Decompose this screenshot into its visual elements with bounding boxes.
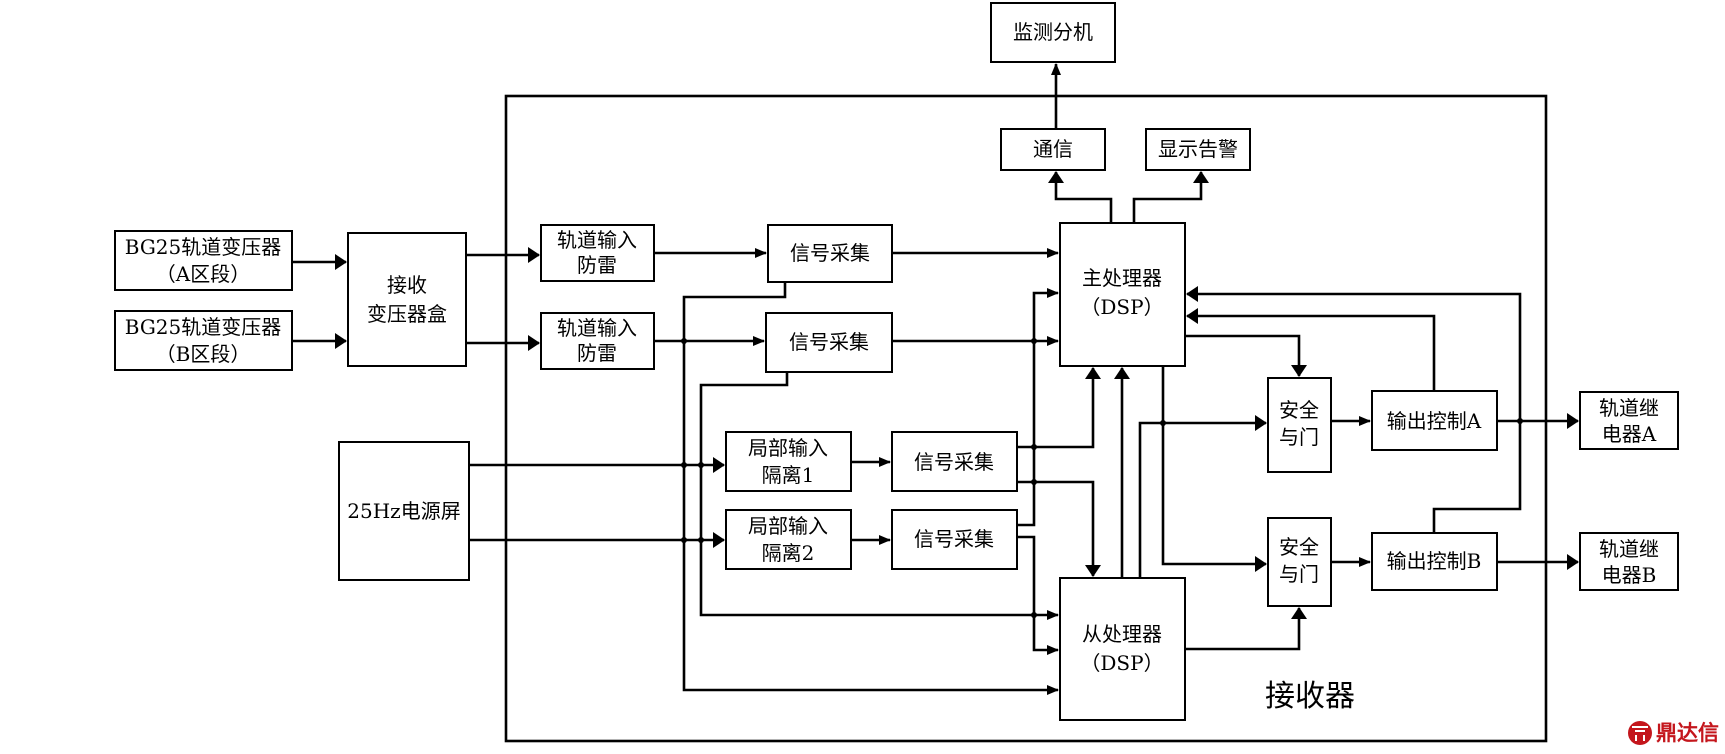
- sig-acq-4-label: 信号采集: [914, 527, 994, 551]
- relay-b-line1: 轨道继: [1599, 537, 1659, 561]
- wire-main-to-comm: [1048, 171, 1113, 223]
- power-screen-label: 25Hz电源屏: [347, 499, 460, 523]
- receiver-frame: [504, 94, 1548, 743]
- safety-and-gate-a-block: 安全 与门: [1267, 377, 1332, 473]
- bg25-b-line2: （B区段）: [156, 342, 251, 366]
- junction-dot: [1031, 338, 1037, 344]
- main-proc-line2: （DSP）: [1080, 295, 1163, 319]
- output-control-b-block: 输出控制B: [1371, 532, 1498, 591]
- local-in-2-line2: 隔离2: [762, 541, 815, 565]
- relay-a-line2: 电器A: [1602, 422, 1657, 446]
- wire-main-to-gateb: [1161, 366, 1267, 572]
- relay-a-line1: 轨道继: [1599, 396, 1659, 420]
- relay-b-line2: 电器B: [1602, 563, 1657, 587]
- sig-acq-3-label: 信号采集: [914, 450, 994, 474]
- track-in-2-line2: 防雷: [577, 341, 617, 365]
- junction-dot: [1031, 444, 1037, 450]
- bg25-a-line1: BG25轨道变压器: [125, 235, 282, 259]
- junction-dot: [1031, 612, 1037, 618]
- main-proc-line1: 主处理器: [1082, 266, 1162, 290]
- wire-sub-to-gateb: [1185, 607, 1307, 651]
- bg25-b-line1: BG25轨道变压器: [125, 315, 282, 339]
- junction-dot: [1517, 418, 1523, 424]
- track-in-2-line1: 轨道输入: [557, 316, 637, 340]
- wire-main-to-gatea: [1185, 334, 1307, 377]
- output-control-a-block: 输出控制A: [1371, 390, 1498, 451]
- track-relay-a-block: 轨道继 电器A: [1579, 391, 1679, 450]
- comm-block: 通信: [1000, 128, 1106, 171]
- junction-dot: [698, 537, 704, 543]
- sub-proc-line1: 从处理器: [1082, 622, 1162, 646]
- safe-gate-b-line2: 与门: [1279, 562, 1319, 586]
- recv-box-line1: 接收: [387, 273, 427, 297]
- connectors: [292, 63, 1579, 695]
- watermark-text: 鼎达信: [1656, 721, 1719, 745]
- track-input-lightning-1-block: 轨道输入 防雷: [540, 224, 655, 282]
- wire-outa-feedback-to-main: [1186, 308, 1436, 391]
- out-ctrl-a-label: 输出控制A: [1387, 409, 1482, 433]
- bg25-transformer-b-block: BG25轨道变压器 （B区段）: [114, 310, 293, 371]
- bg25-transformer-a-block: BG25轨道变压器 （A区段）: [114, 230, 293, 291]
- track-relay-b-block: 轨道继 电器B: [1579, 532, 1679, 591]
- signal-acquisition-1-block: 信号采集: [767, 224, 893, 283]
- comm-label: 通信: [1033, 137, 1073, 161]
- wire-sigacq3-to-sub: [1017, 480, 1101, 577]
- wire-outb-feedback-to-main: [1186, 286, 1522, 533]
- track-in-1-line2: 防雷: [577, 253, 617, 277]
- junction-dot: [698, 462, 704, 468]
- safety-and-gate-b-block: 安全 与门: [1267, 517, 1332, 607]
- junction-dot: [681, 338, 687, 344]
- sub-processor-block: 从处理器 （DSP）: [1059, 577, 1186, 721]
- safe-gate-a-line1: 安全: [1279, 398, 1319, 422]
- wire-sigacq3-to-main: [1017, 367, 1101, 449]
- receiver-transformer-box-block: 接收 变压器盒: [347, 232, 467, 367]
- local-in-2-line1: 局部输入: [748, 514, 828, 538]
- wire-sigacq2-to-sub: [699, 372, 1059, 620]
- sig-acq-2-label: 信号采集: [789, 330, 869, 354]
- wire-sigacq4-to-main: [1017, 288, 1059, 527]
- monitor-block: 监测分机: [990, 2, 1116, 63]
- junction-dot: [1160, 420, 1166, 426]
- watermark-logo: 鼎达信: [1628, 721, 1719, 745]
- display-alarm-block: 显示告警: [1145, 128, 1251, 171]
- junction-dot: [681, 537, 687, 543]
- display-alarm-label: 显示告警: [1158, 137, 1238, 161]
- junction-dots: [681, 338, 1523, 618]
- wire-main-to-display: [1132, 171, 1209, 223]
- junction-dot: [1031, 479, 1037, 485]
- local-in-1-line2: 隔离1: [762, 463, 815, 487]
- signal-acquisition-4-block: 信号采集: [891, 509, 1018, 570]
- local-input-isolation-1-block: 局部输入 隔离1: [725, 431, 852, 492]
- signal-acquisition-2-block: 信号采集: [765, 312, 893, 373]
- bg25-a-line2: （A区段）: [156, 262, 250, 286]
- recv-box-line2: 变压器盒: [367, 302, 447, 326]
- sig-acq-1-label: 信号采集: [790, 241, 870, 265]
- main-processor-block: 主处理器 （DSP）: [1059, 222, 1186, 367]
- local-input-isolation-2-block: 局部输入 隔离2: [725, 509, 852, 570]
- monitor-label: 监测分机: [1013, 20, 1093, 44]
- dingdaxin-logo-icon: [1628, 721, 1652, 745]
- wire-sub-to-gatea: [1138, 415, 1267, 578]
- local-in-1-line1: 局部输入: [748, 436, 828, 460]
- sub-proc-line2: （DSP）: [1080, 651, 1163, 675]
- out-ctrl-b-label: 输出控制B: [1387, 549, 1482, 573]
- signal-acquisition-3-block: 信号采集: [891, 431, 1018, 492]
- receiver-label: 接收器: [1265, 679, 1355, 714]
- wire-sigacq4-to-sub: [1017, 535, 1059, 655]
- power-screen-block: 25Hz电源屏: [338, 441, 470, 581]
- safe-gate-b-line1: 安全: [1279, 535, 1319, 559]
- track-input-lightning-2-block: 轨道输入 防雷: [540, 312, 655, 370]
- safe-gate-a-line2: 与门: [1279, 425, 1319, 449]
- junction-dot: [681, 462, 687, 468]
- track-in-1-line1: 轨道输入: [557, 228, 637, 252]
- wire-sigacq1-to-sub: [682, 282, 1059, 695]
